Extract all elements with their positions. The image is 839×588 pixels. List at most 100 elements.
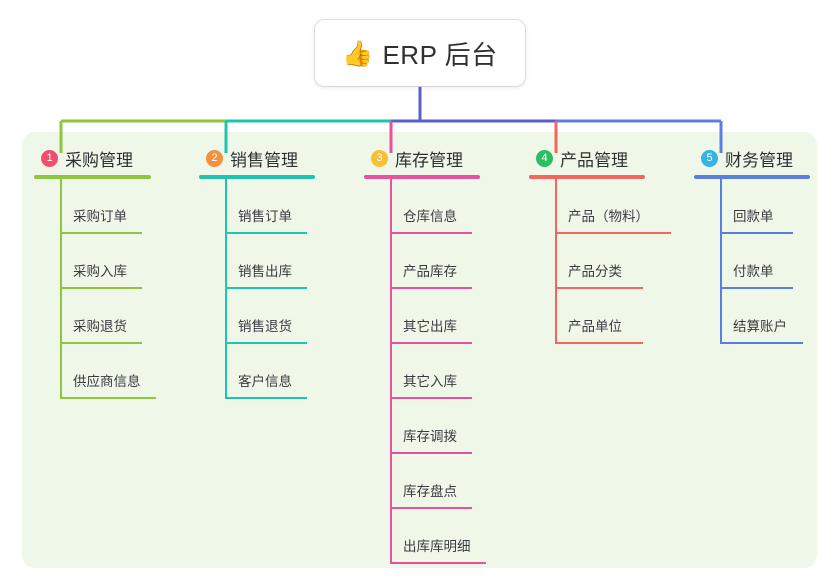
leaf-label: 销售退货 [238,319,292,334]
leaf-label: 销售订单 [238,209,292,224]
leaf-label: 采购订单 [73,209,127,224]
leaf-label: 结算账户 [733,319,787,334]
leaf-node[interactable]: 回款单 [698,179,810,234]
branch-title-2: 销售管理 [230,150,298,170]
leaf-underline [390,287,472,289]
leaf-node[interactable]: 产品库存 [368,234,480,289]
branch-title-4: 产品管理 [560,150,628,170]
leaf-underline [225,232,307,234]
leaf-label: 其它入库 [403,374,457,389]
leaf-underline [555,287,643,289]
leaf-label: 供应商信息 [73,374,141,389]
branch-rule-3 [364,175,480,179]
leaf-node[interactable]: 仓库信息 [368,179,480,234]
leaf-underline [390,397,472,399]
leaf-underline [390,232,472,234]
leaf-label: 产品（物料） [568,209,649,224]
leaf-underline [225,397,307,399]
leaf-underline [60,287,142,289]
root-title: ERP 后台 [382,39,498,70]
leaf-list-3: 仓库信息产品库存其它出库其它入库库存调拨库存盘点出库库明细 [368,179,486,564]
leaf-node[interactable]: 销售出库 [203,234,315,289]
leaf-spine-3 [390,179,392,564]
leaf-underline [555,342,643,344]
leaf-label: 产品库存 [403,264,457,279]
leaf-node[interactable]: 销售退货 [203,289,315,344]
leaf-label: 库存调拨 [403,429,457,444]
leaf-node[interactable]: 产品（物料） [533,179,671,234]
leaf-label: 产品单位 [568,319,622,334]
branch-header-4[interactable]: 4 产品管理 [533,146,645,170]
leaf-underline [390,507,472,509]
leaf-node[interactable]: 供应商信息 [38,344,156,399]
leaf-underline [390,562,486,564]
thumbs-up-icon: 👍 [342,38,374,68]
leaf-node[interactable]: 产品单位 [533,289,645,344]
branch-badge-5: 5 [701,149,718,167]
leaf-label: 库存盘点 [403,484,457,499]
branch-rule-4 [529,175,645,179]
leaf-spine-5 [720,179,722,344]
leaf-node[interactable]: 其它出库 [368,289,480,344]
leaf-underline [60,232,142,234]
root-node-content: 👍 ERP 后台 [342,35,497,72]
leaf-node[interactable]: 产品分类 [533,234,645,289]
branch-title-5: 财务管理 [725,150,793,170]
leaf-spine-2 [225,179,227,399]
leaf-label: 出库库明细 [403,539,471,554]
leaf-underline [720,232,793,234]
leaf-label: 销售出库 [238,264,292,279]
leaf-underline [225,342,307,344]
leaf-node[interactable]: 其它入库 [368,344,480,399]
branch-rule-2 [199,175,315,179]
leaf-label: 回款单 [733,209,774,224]
leaf-list-4: 产品（物料） 产品分类产品单位 [533,179,671,344]
branch-header-5[interactable]: 5 财务管理 [698,146,810,170]
root-node[interactable]: 👍 ERP 后台 [315,20,525,86]
leaf-label: 仓库信息 [403,209,457,224]
leaf-node[interactable]: 库存调拨 [368,399,480,454]
branch-badge-1: 1 [41,149,58,167]
leaf-underline [60,342,142,344]
leaf-node[interactable]: 采购入库 [38,234,151,289]
leaf-node[interactable]: 采购退货 [38,289,151,344]
leaf-list-1: 采购订单采购入库采购退货供应商信息 [38,179,156,399]
branch-rule-1 [34,175,151,179]
leaf-node[interactable]: 客户信息 [203,344,315,399]
leaf-underline [225,287,307,289]
leaf-list-5: 回款单付款单结算账户 [698,179,810,344]
leaf-node[interactable]: 付款单 [698,234,810,289]
leaf-node[interactable]: 出库库明细 [368,509,486,564]
leaf-node[interactable]: 库存盘点 [368,454,480,509]
leaf-spine-4 [555,179,557,344]
branch-rule-5 [694,175,810,179]
branch-4[interactable]: 4 产品管理产品（物料） 产品分类产品单位 [529,146,671,344]
leaf-underline [720,287,793,289]
branch-1[interactable]: 1 采购管理采购订单采购入库采购退货供应商信息 [34,146,156,399]
leaf-label: 产品分类 [568,264,622,279]
diagram-background-panel [22,132,817,568]
leaf-underline [390,342,472,344]
branch-badge-3: 3 [371,149,388,167]
branch-5[interactable]: 5 财务管理回款单付款单结算账户 [694,146,810,344]
leaf-label: 采购入库 [73,264,127,279]
leaf-label: 采购退货 [73,319,127,334]
leaf-underline [390,452,472,454]
branch-header-1[interactable]: 1 采购管理 [38,146,151,170]
leaf-underline [555,232,671,234]
branch-title-1: 采购管理 [65,150,133,170]
leaf-list-2: 销售订单销售出库销售退货客户信息 [203,179,315,399]
leaf-node[interactable]: 销售订单 [203,179,315,234]
leaf-label: 付款单 [733,264,774,279]
leaf-label: 其它出库 [403,319,457,334]
branch-badge-4: 4 [536,149,553,167]
leaf-label: 客户信息 [238,374,292,389]
leaf-node[interactable]: 结算账户 [698,289,810,344]
leaf-node[interactable]: 采购订单 [38,179,151,234]
leaf-underline [720,342,803,344]
